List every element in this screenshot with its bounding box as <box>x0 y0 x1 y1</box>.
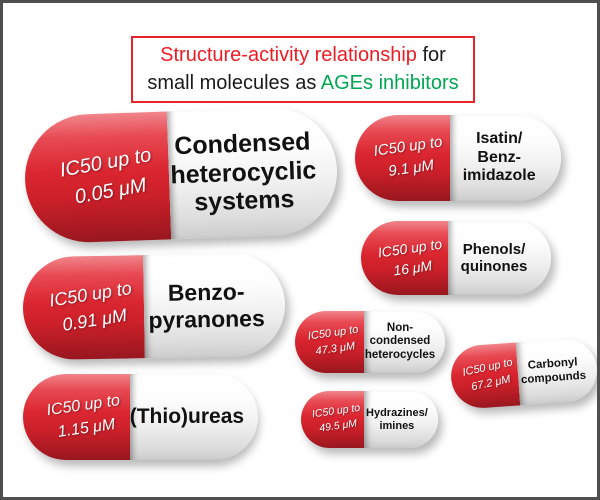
title-for: for <box>416 44 446 66</box>
title-small-molecules: small molecules as <box>147 72 321 95</box>
pill-red-half: IC50 up to 67.2 μM <box>448 342 521 411</box>
pill-red-half: IC50 up to 9.1 μM <box>355 115 450 201</box>
ic50-text: IC50 up to 47.3 μM <box>307 323 360 358</box>
pill-white-half: Hydrazines/ imines <box>364 391 438 448</box>
pill-red-half: IC50 up to 0.05 μM <box>22 111 171 245</box>
pill-non-condensed-heterocycles: IC50 up to 47.3 μM Non- condensed hetero… <box>295 311 445 373</box>
pill-label: Isatin/ Benz- imidazole <box>462 130 536 185</box>
pill-condensed-heterocyclic-systems: IC50 up to 0.05 μM Condensed heterocycli… <box>22 105 340 245</box>
pill-isatin-benzimidazole: IC50 up to 9.1 μM Isatin/ Benz- imidazol… <box>355 115 561 201</box>
ic50-text: IC50 up to 9.1 μM <box>372 133 444 180</box>
pill-label: Hydrazines/ imines <box>366 406 428 432</box>
pill-thio-ureas: IC50 up to 1.15 μM (Thio)ureas <box>23 374 258 460</box>
pill-label: Condensed heterocyclic systems <box>169 127 317 217</box>
pill-red-half: IC50 up to 1.15 μM <box>23 374 130 460</box>
ic50-text: IC50 up to 49.5 μM <box>311 402 361 436</box>
pill-white-half: (Thio)ureas <box>129 374 258 460</box>
pill-red-half: IC50 up to 49.5 μM <box>301 391 365 448</box>
ic50-text: IC50 up to 0.05 μM <box>57 143 153 209</box>
pill-white-half: Benzo- pyranones <box>142 252 286 359</box>
pill-white-half: Carbonyl compounds <box>515 336 597 406</box>
pill-white-half: Phenols/ quinones <box>448 221 551 295</box>
title-structure-activity: Structure-activity relationship <box>160 44 417 66</box>
ic50-text: IC50 up to 67.2 μM <box>461 356 514 393</box>
pill-label: (Thio)ureas <box>129 404 245 428</box>
pill-red-half: IC50 up to 47.3 μM <box>295 311 364 373</box>
title-ages-inhibitors: AGEs inhibitors <box>320 72 459 95</box>
pill-white-half: Isatin/ Benz- imidazole <box>449 115 561 201</box>
ic50-text: IC50 up to 0.91 μM <box>47 278 133 336</box>
ic50-text: IC50 up to 16 μM <box>376 235 444 279</box>
pill-label: Phenols/ quinones <box>460 240 528 275</box>
pill-red-half: IC50 up to 16 μM <box>361 221 449 295</box>
pill-label: Benzo- pyranones <box>148 278 265 333</box>
pill-white-half: Condensed heterocyclic systems <box>166 105 340 240</box>
pill-label: Carbonyl compounds <box>520 356 587 386</box>
pill-benzo-pyranones: IC50 up to 0.91 μM Benzo- pyranones <box>22 252 286 361</box>
ic50-text: IC50 up to 1.15 μM <box>45 391 121 441</box>
pill-phenols-quinones: IC50 up to 16 μM Phenols/ quinones <box>361 221 551 295</box>
pill-label: Non- condensed heterocycles <box>364 322 436 361</box>
pill-carbonyl-compounds: IC50 up to 67.2 μM Carbonyl compounds <box>448 336 597 411</box>
pill-white-half: Non- condensed heterocycles <box>364 311 445 373</box>
pill-red-half: IC50 up to 0.91 μM <box>22 255 145 361</box>
title-box: Structure-activity relationship for smal… <box>131 36 475 103</box>
pill-hydrazines-imines: IC50 up to 49.5 μM Hydrazines/ imines <box>301 391 438 448</box>
